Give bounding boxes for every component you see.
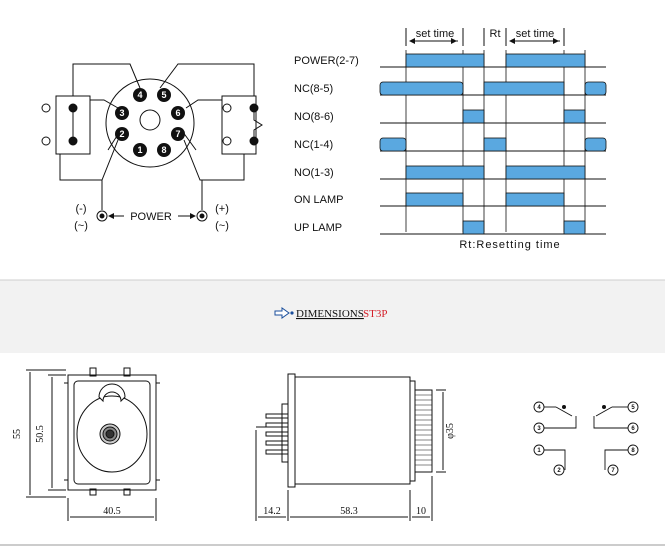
terminal-sign: (-) (76, 203, 87, 215)
terminal-sign: (~) (215, 220, 229, 232)
schematic-pin: 5 (631, 405, 635, 411)
section-band (0, 280, 665, 353)
contact-schematic (533, 401, 639, 476)
front-dial (76, 395, 148, 473)
pulse (405, 192, 464, 207)
pin-label: 6 (175, 108, 180, 118)
pulse (483, 81, 565, 96)
front-body (67, 374, 157, 491)
pulse (379, 137, 407, 152)
diameter-dim: φ35 (445, 423, 456, 439)
side-body (294, 376, 411, 485)
power-label: POWER (130, 211, 172, 223)
side-knob (414, 389, 433, 473)
pulse (505, 165, 586, 180)
terminal-sign: (+) (215, 203, 229, 215)
schematic-pin: 4 (537, 405, 541, 411)
terminal-sign: (~) (74, 220, 88, 232)
pulse (483, 137, 507, 152)
pulse (505, 192, 565, 207)
schematic-pin: 3 (537, 426, 541, 432)
socket-key (139, 109, 161, 131)
model-label: ST3P (363, 308, 387, 320)
pulse (505, 53, 586, 68)
side-view (255, 373, 446, 521)
pulse (563, 109, 586, 124)
left-terminal-bottom (41, 136, 51, 146)
schematic-pin: 7 (611, 468, 615, 474)
right-terminal-top (222, 103, 232, 113)
pin-label: 8 (161, 145, 166, 155)
wiring-diagram (41, 63, 263, 222)
set-time-label: set time (416, 28, 455, 40)
height-outer-dim: 55 (12, 429, 23, 439)
right-terminal-bottom (222, 136, 232, 146)
timing-row-label: ON LAMP (294, 194, 344, 206)
socket-pins: 4 5 3 6 2 7 1 8 (115, 88, 185, 157)
schematic-pin: 8 (631, 448, 635, 454)
pulse (462, 220, 485, 235)
pulse (405, 53, 485, 68)
pulse (379, 81, 464, 96)
reset-time-label: Rt (490, 28, 501, 40)
socket-outer-ring (105, 78, 195, 168)
schematic-pin: 1 (537, 448, 541, 454)
pulse (584, 81, 607, 96)
timing-row-label: NO(1-3) (294, 167, 334, 179)
pin-length-dim: 14.2 (263, 506, 281, 517)
timing-row-label: NO(8-6) (294, 111, 334, 123)
timing-row-label: UP LAMP (294, 222, 342, 234)
timing-chart: set time Rt set time POWER(2-7) NC(8-5) … (294, 28, 607, 251)
power-terminal-right (196, 210, 208, 222)
pulse (405, 165, 485, 180)
schematic-pin: 2 (557, 468, 561, 474)
timing-row-label: NC(8-5) (294, 83, 333, 95)
pulse (462, 109, 485, 124)
pin-label: 5 (161, 90, 166, 100)
pulse (563, 220, 586, 235)
timing-row-label: NC(1-4) (294, 139, 333, 151)
front-view (26, 367, 160, 521)
timing-footnote: Rt:Resetting time (459, 239, 560, 251)
knob-length-dim: 10 (416, 506, 426, 517)
power-terminal-left (96, 210, 108, 222)
arrow-right-icon (274, 307, 294, 319)
timing-row-label: POWER(2-7) (294, 55, 359, 67)
pin-label: 7 (175, 129, 180, 139)
body-length-dim: 58.3 (340, 506, 358, 517)
right-terminal-box (221, 95, 257, 155)
pin-label: 2 (119, 129, 124, 139)
pin-label: 1 (137, 145, 142, 155)
pin-label: 4 (137, 90, 142, 100)
section-heading: DIMENSIONS (296, 308, 364, 320)
schematic-pin: 6 (631, 426, 635, 432)
set-time-label: set time (516, 28, 555, 40)
width-dim: 40.5 (103, 506, 121, 517)
left-terminal-top (41, 103, 51, 113)
pin-label: 3 (119, 108, 124, 118)
pulse (584, 137, 607, 152)
height-inner-dim: 50.5 (35, 425, 46, 443)
